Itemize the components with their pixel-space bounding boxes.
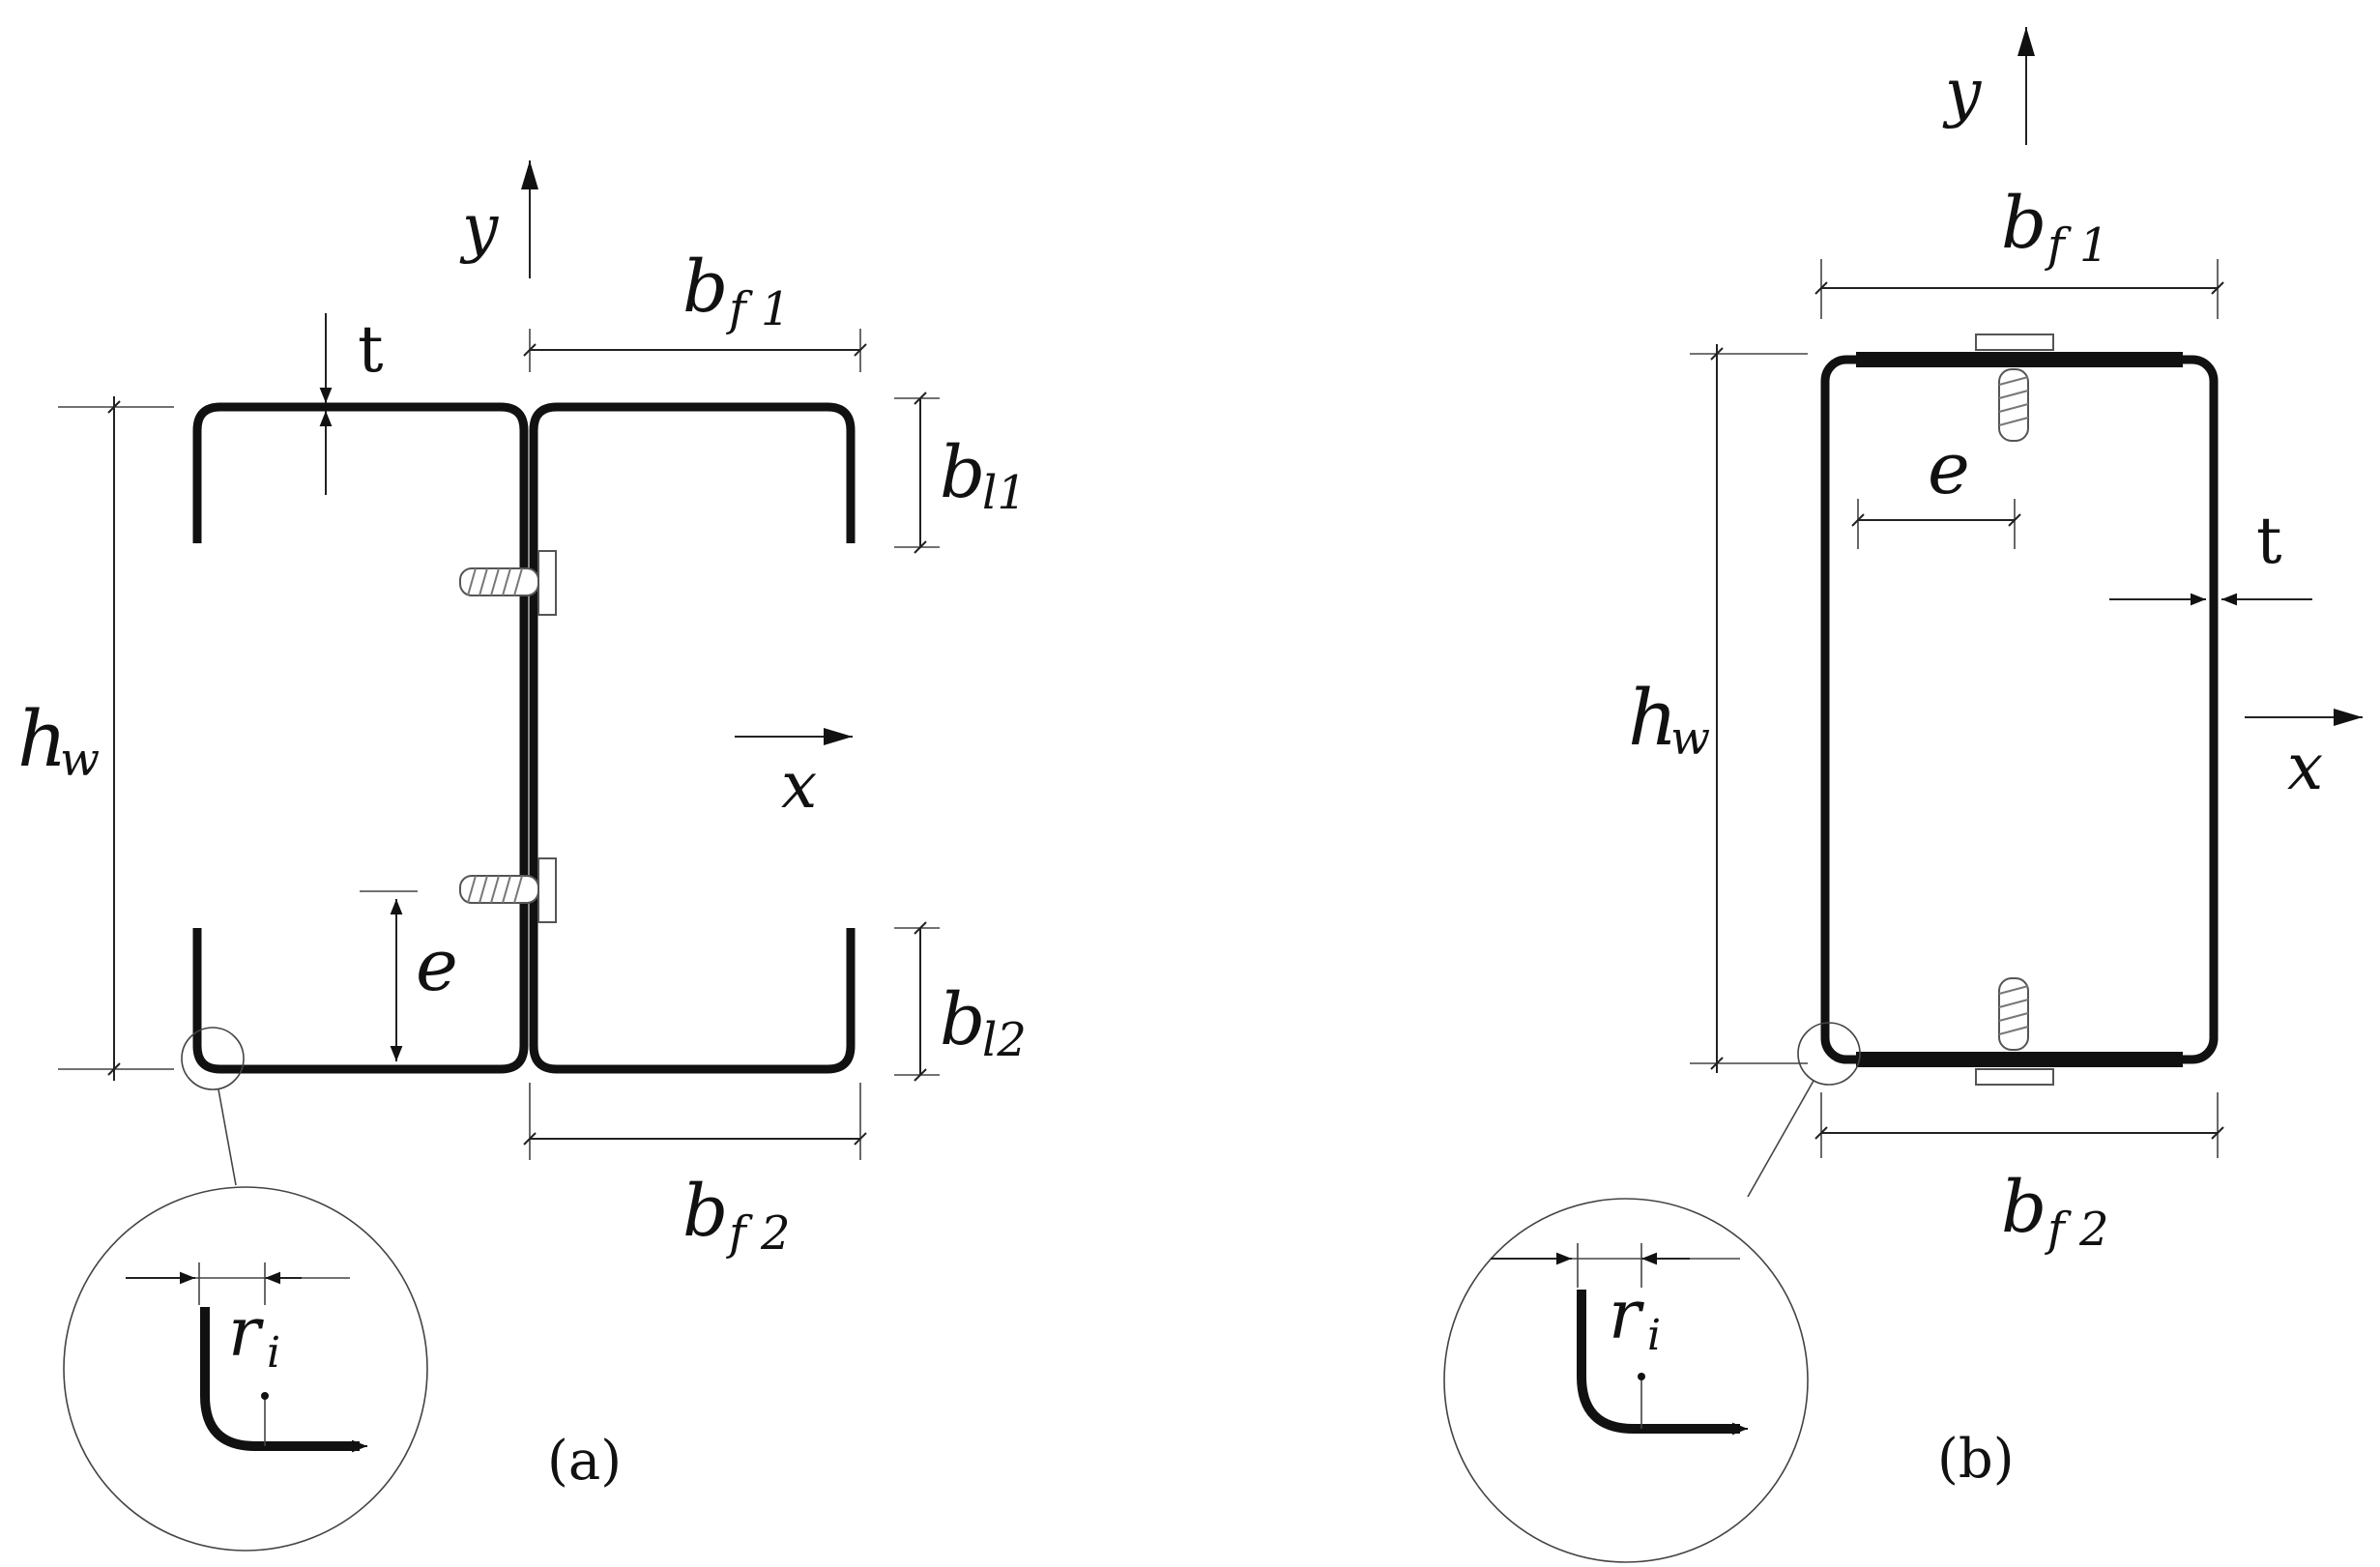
bl1-dimension-a: b l1 <box>894 392 1027 554</box>
bl1-subscript-a: l1 <box>982 466 1027 520</box>
caption-b: (b) <box>1937 1428 2015 1491</box>
x-axis-label-a: x <box>781 748 817 823</box>
bf1-dimension-a: b f 1 <box>523 246 867 372</box>
hw-subscript-a: w <box>60 733 100 787</box>
screw-b-bottom <box>1975 977 2054 1086</box>
bf2-subscript-a: f 2 <box>726 1206 791 1261</box>
thickness-label-b: t <box>2256 504 2282 578</box>
thickness-label-a: t <box>358 312 384 387</box>
bf1-label-a: b <box>682 246 728 329</box>
y-axis-b: y <box>1942 27 2035 145</box>
left-c-section <box>192 402 529 1074</box>
thickness-dimension-b: t <box>2109 504 2312 606</box>
corner-detail-a: r i <box>63 1027 428 1552</box>
bf1-dimension-b: b f 1 <box>1814 182 2224 319</box>
y-axis-label-a: y <box>459 190 499 265</box>
x-axis-b: x <box>2245 709 2363 804</box>
x-axis-a: x <box>735 728 853 823</box>
x-axis-label-b: x <box>2287 730 2323 804</box>
hw-subscript-b: w <box>1670 711 1710 766</box>
thickness-dimension-a: t <box>319 312 384 495</box>
y-axis-label-b: y <box>1942 55 1982 130</box>
y-axis-a: y <box>459 160 538 278</box>
screw-a-lower <box>459 857 557 923</box>
bf1-subscript-b: f 1 <box>2045 218 2109 273</box>
screw-b-top <box>1975 334 2054 442</box>
ri-subscript-b: i <box>1647 1311 1661 1360</box>
caption-a: (a) <box>547 1430 622 1493</box>
ri-label-a: r <box>228 1292 264 1372</box>
bf2-subscript-b: f 2 <box>2045 1203 2109 1257</box>
bf1-label-b: b <box>2001 182 2046 265</box>
bl2-dimension-a: b l2 <box>894 921 1027 1082</box>
hw-dimension-b: h w <box>1628 344 1808 1073</box>
e-dimension-a: e <box>360 890 458 1061</box>
hw-label-a: h <box>17 694 68 784</box>
corner-detail-b: r i <box>1443 1022 1861 1563</box>
bf2-label-b: b <box>2001 1166 2046 1249</box>
ri-subscript-a: i <box>267 1328 280 1378</box>
e-dimension-b: e <box>1851 427 2021 549</box>
bf2-dimension-b: b f 2 <box>1814 1092 2224 1257</box>
e-label-b: e <box>1928 427 1970 510</box>
box-section <box>1820 355 2219 1064</box>
bl2-subscript-a: l2 <box>982 1013 1027 1067</box>
bl2-label-a: b <box>940 978 985 1061</box>
hw-label-b: h <box>1628 673 1678 763</box>
hw-dimension-a: h w <box>17 396 174 1081</box>
bl1-label-a: b <box>940 431 985 514</box>
bf1-subscript-a: f 1 <box>726 282 791 336</box>
right-c-section <box>529 402 856 1074</box>
bf2-dimension-a: b f 2 <box>523 1083 867 1261</box>
bf2-label-a: b <box>682 1170 728 1253</box>
ri-label-b: r <box>1609 1275 1644 1354</box>
panel-a: y x <box>17 160 1027 1552</box>
e-label-a: e <box>416 924 458 1007</box>
panel-b: y x <box>1443 27 2363 1563</box>
screw-a-upper <box>459 550 557 616</box>
